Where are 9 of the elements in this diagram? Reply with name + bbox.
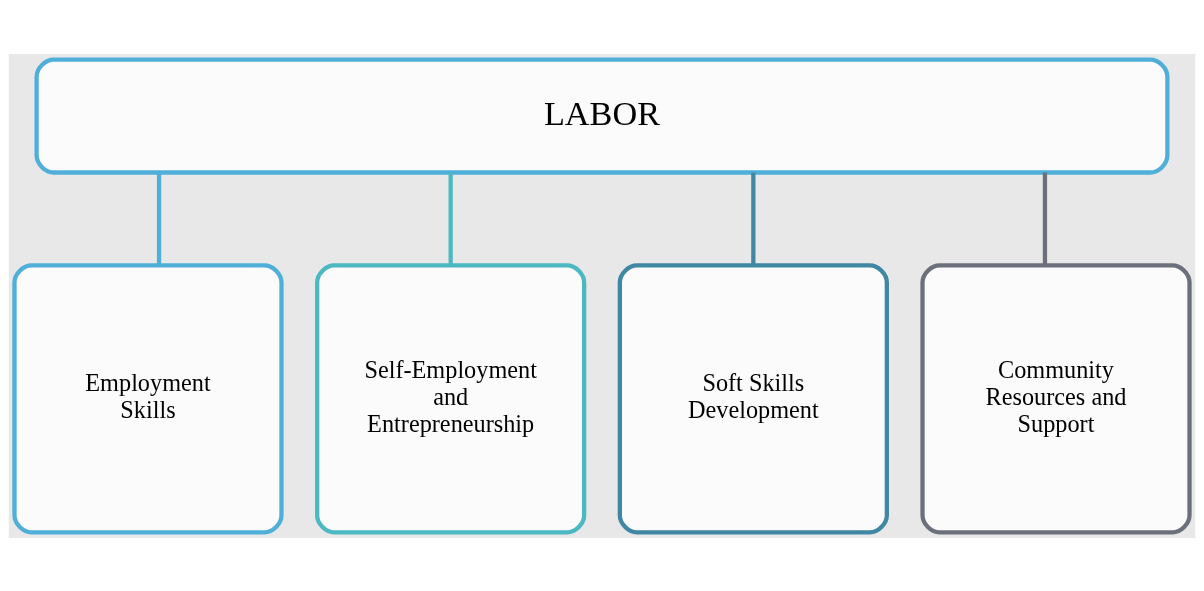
node-box: Soft Skills Development (617, 262, 889, 534)
connector (156, 172, 162, 265)
connector (1042, 172, 1048, 265)
connector (448, 172, 453, 265)
node-box: Self-Employment and Entrepreneurship (315, 262, 587, 534)
connector (751, 172, 756, 265)
node-box: LABOR (34, 57, 1170, 175)
node-box: Employment Skills (12, 262, 284, 534)
node-box: Community Resources and Support (920, 262, 1192, 534)
